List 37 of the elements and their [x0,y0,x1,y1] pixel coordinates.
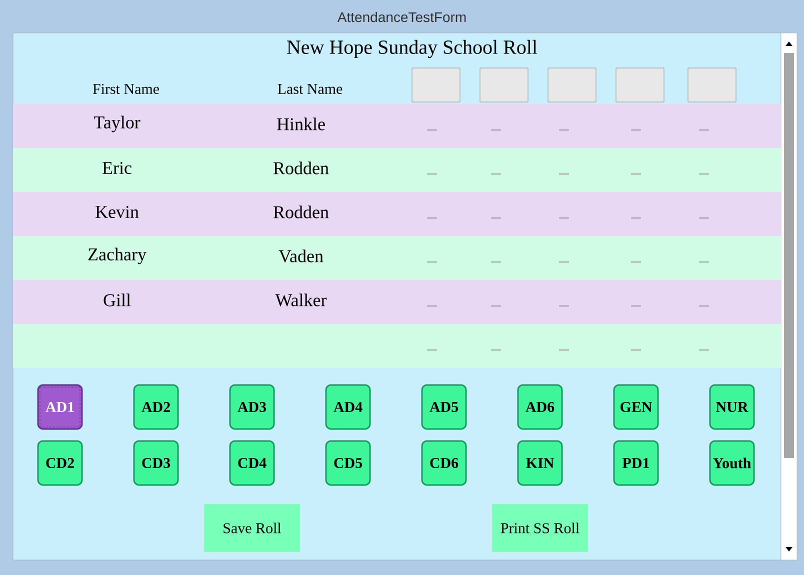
column-header: First Name [92,84,160,94]
group-button: PD1 [613,440,659,486]
first-name: Kevin [96,206,139,218]
header-box [412,68,460,102]
group-button: Youth [709,440,755,486]
header-box [616,68,664,102]
group-button: CD4 [229,440,275,486]
last-name: Walker [275,294,327,306]
group-button: AD6 [517,384,563,430]
group-button: AD2 [133,384,179,430]
last-name: Rodden [274,206,329,218]
group-button: AD1 [37,384,83,430]
action-button: Print SS Roll [492,504,588,552]
first-name: Taylor [94,116,140,132]
group-button: GEN [613,384,659,430]
group-button: CD6 [421,440,467,486]
first-name: Zachary [88,248,146,264]
action-button: Save Roll [204,504,300,552]
column-header: Last Name [278,84,342,94]
group-button: CD2 [37,440,83,486]
group-button: KIN [517,440,563,486]
form-title: New Hope Sunday School Roll [287,40,538,58]
header-box [688,68,736,102]
first-name: Gill [104,294,131,306]
last-name: Rodden [274,162,329,174]
last-name: Hinkle [277,118,325,130]
first-name: Eric [102,162,132,174]
window-title: AttendanceTestForm [337,12,466,22]
group-button: CD5 [325,440,371,486]
last-name: Vaden [278,250,324,262]
header-box [480,68,528,102]
header-box [548,68,596,102]
group-button: AD5 [421,384,467,430]
group-button: AD3 [229,384,275,430]
group-button: CD3 [133,440,179,486]
group-button: NUR [709,384,755,430]
group-button: AD4 [325,384,371,430]
